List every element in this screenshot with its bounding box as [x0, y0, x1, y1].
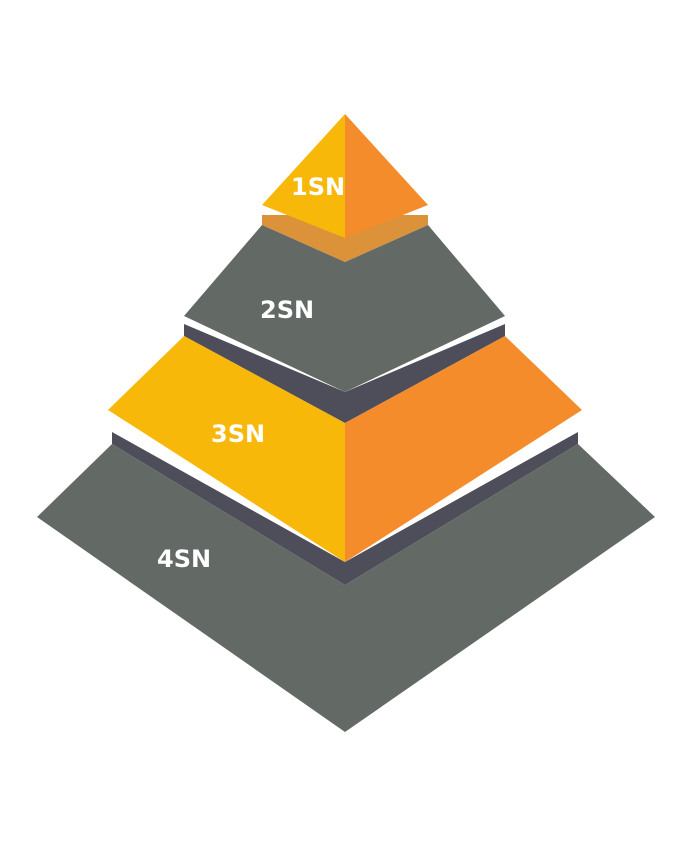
tier-2-band	[262, 215, 428, 262]
tier-3-band	[184, 324, 505, 423]
tier-2: 2SN	[184, 215, 505, 392]
tier-3-label: 3SN	[211, 420, 265, 448]
tier-4-right-face	[345, 444, 655, 732]
tier-1-right-face	[345, 114, 428, 238]
tier-4-label: 4SN	[157, 545, 211, 573]
tier-1-label: 1SN	[291, 173, 345, 201]
tier-3-left-face	[108, 336, 345, 562]
tier-4-left-face	[37, 444, 345, 732]
tier-3: 3SN	[108, 324, 582, 562]
tier-4: 4SN	[37, 432, 655, 732]
tier-2-label: 2SN	[260, 296, 314, 324]
tier-2-left-face	[184, 225, 345, 392]
tier-1: 1SN	[262, 114, 428, 238]
tier-1-left-face	[262, 114, 345, 238]
tier-2-right-face	[345, 225, 505, 392]
tier-3-right-face	[345, 336, 582, 562]
